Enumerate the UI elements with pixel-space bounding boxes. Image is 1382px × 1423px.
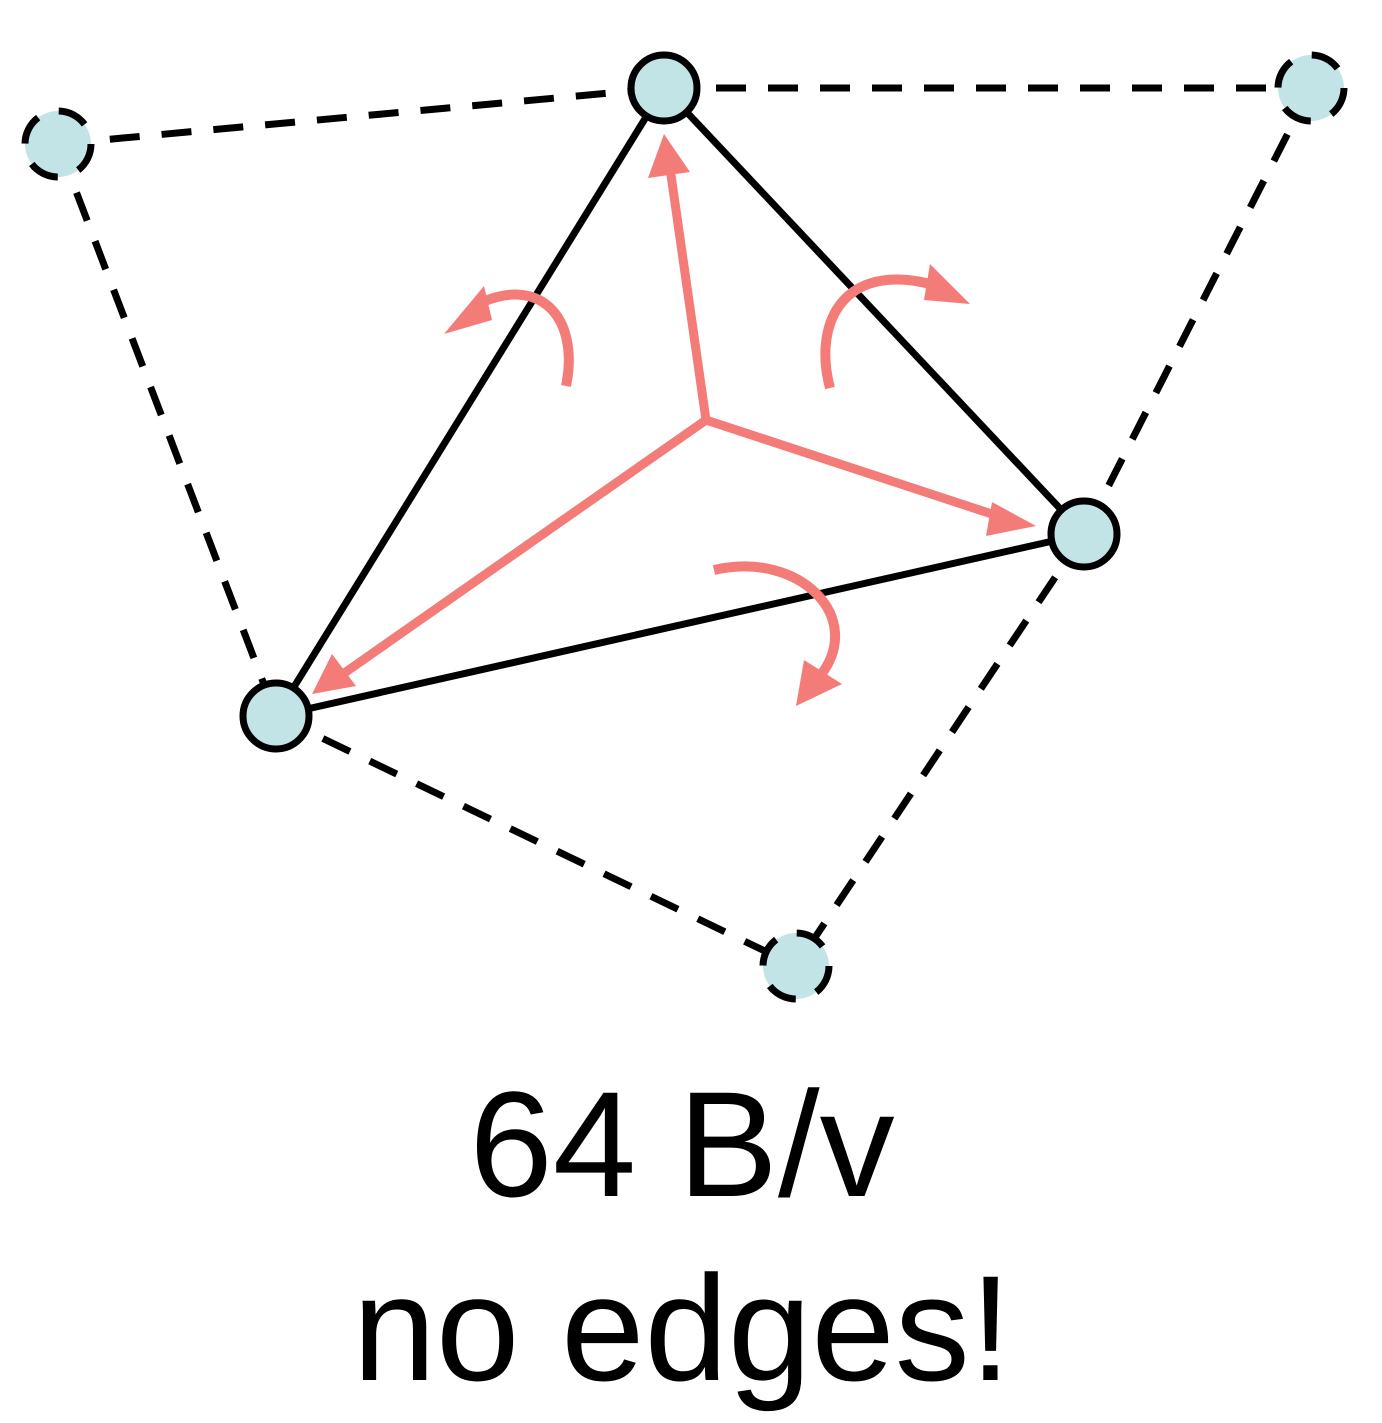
vertex-upper-right [1274,51,1348,125]
caption-line-2: no edges! [353,1244,1012,1412]
arrowhead-right [986,502,1036,536]
vertex-bottom-left [239,679,313,753]
vertex-upper-left [21,107,95,181]
curved-arrows [471,274,946,680]
curved-arrow-right [820,274,946,390]
arrowhead-bottom-left [312,654,356,694]
vertex-right [1047,497,1121,571]
curved-arrowheads [444,264,970,706]
neighbor-edge-upperright-right [1080,86,1315,536]
triangle-edge-top-bottomleft [273,86,667,718]
neighbor-vertices [21,51,1348,1003]
curved-arrow-left [471,289,574,388]
vertex-top [627,51,701,125]
arrowhead-top [648,134,690,178]
curved-arrowhead-bottom [796,660,842,706]
triangle-vertices [239,51,1121,753]
center-arrows [335,163,1015,681]
neighbor-edge-right-bottom [793,532,1087,968]
neighbor-edge-bottomleft-bottom [274,712,798,970]
arrow-to-top [665,163,711,425]
neighbor-edge-upperleft-top [57,84,665,148]
vertex-bottom [759,929,833,1003]
center-arrowheads [312,134,1036,694]
curved-arrow-bottom [712,561,841,680]
curved-arrowhead-left [444,286,492,334]
arrow-to-right [701,415,1015,525]
triangle-edges [273,85,1087,720]
neighbor-edge-upperleft-bottomleft [54,142,280,718]
neighbor-edges [54,84,1315,970]
triangle-edge-bottomleft-right [275,530,1085,720]
caption-line-1: 64 B/v [469,1060,894,1228]
curved-arrowhead-right [924,264,970,304]
arrow-to-bottom-left [335,415,711,681]
triangle-edge-top-right [661,85,1087,537]
